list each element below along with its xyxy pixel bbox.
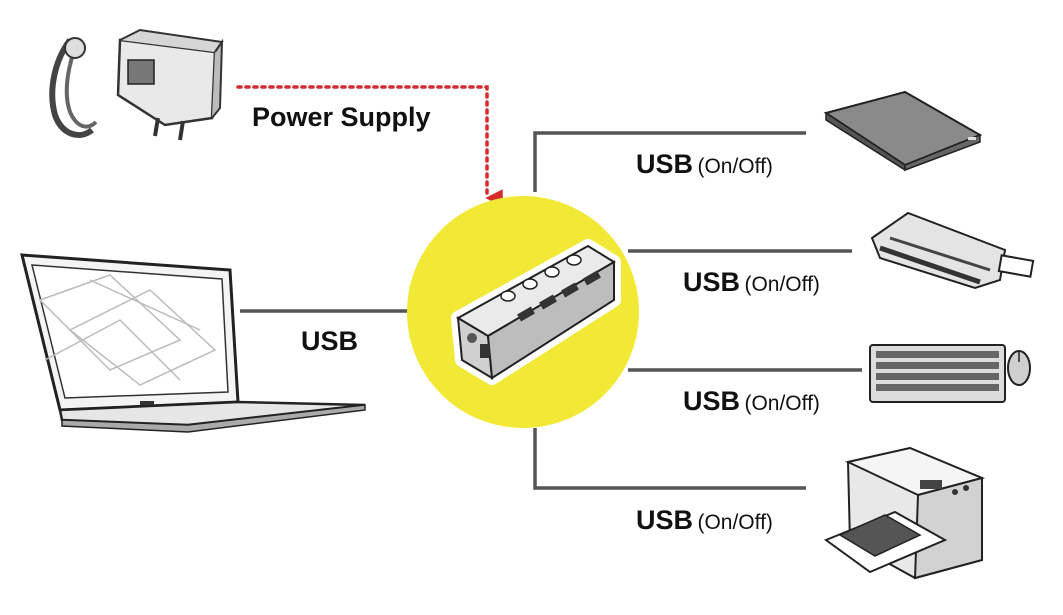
power-adapter-icon <box>49 28 224 141</box>
port-label-main: USB <box>636 505 694 535</box>
port-label-main: USB <box>683 267 741 297</box>
usb-hub-icon <box>451 239 621 385</box>
usb-cables <box>240 131 862 490</box>
port-2-label: USB (On/Off) <box>683 267 820 298</box>
port-label-switch: (On/Off) <box>697 155 773 178</box>
power-supply-label: Power Supply <box>252 102 431 132</box>
laptop-icon <box>20 253 366 433</box>
laptop-usb-label: USB <box>301 326 359 356</box>
keyboard-and-mouse-icon <box>869 344 1031 403</box>
power-line <box>236 85 503 207</box>
port-label-main: USB <box>636 149 694 179</box>
printer-icon <box>823 446 986 580</box>
external-hard-drive-icon <box>823 90 983 172</box>
card-reader-icon <box>870 211 1035 290</box>
port-4-label: USB (On/Off) <box>636 505 773 536</box>
port-1-label: USB (On/Off) <box>636 149 773 180</box>
port-label-switch: (On/Off) <box>744 273 820 296</box>
port-label-switch: (On/Off) <box>744 392 820 415</box>
port-label-main: USB <box>683 386 741 416</box>
port-3-label: USB (On/Off) <box>683 386 820 417</box>
port-label-switch: (On/Off) <box>697 511 773 534</box>
